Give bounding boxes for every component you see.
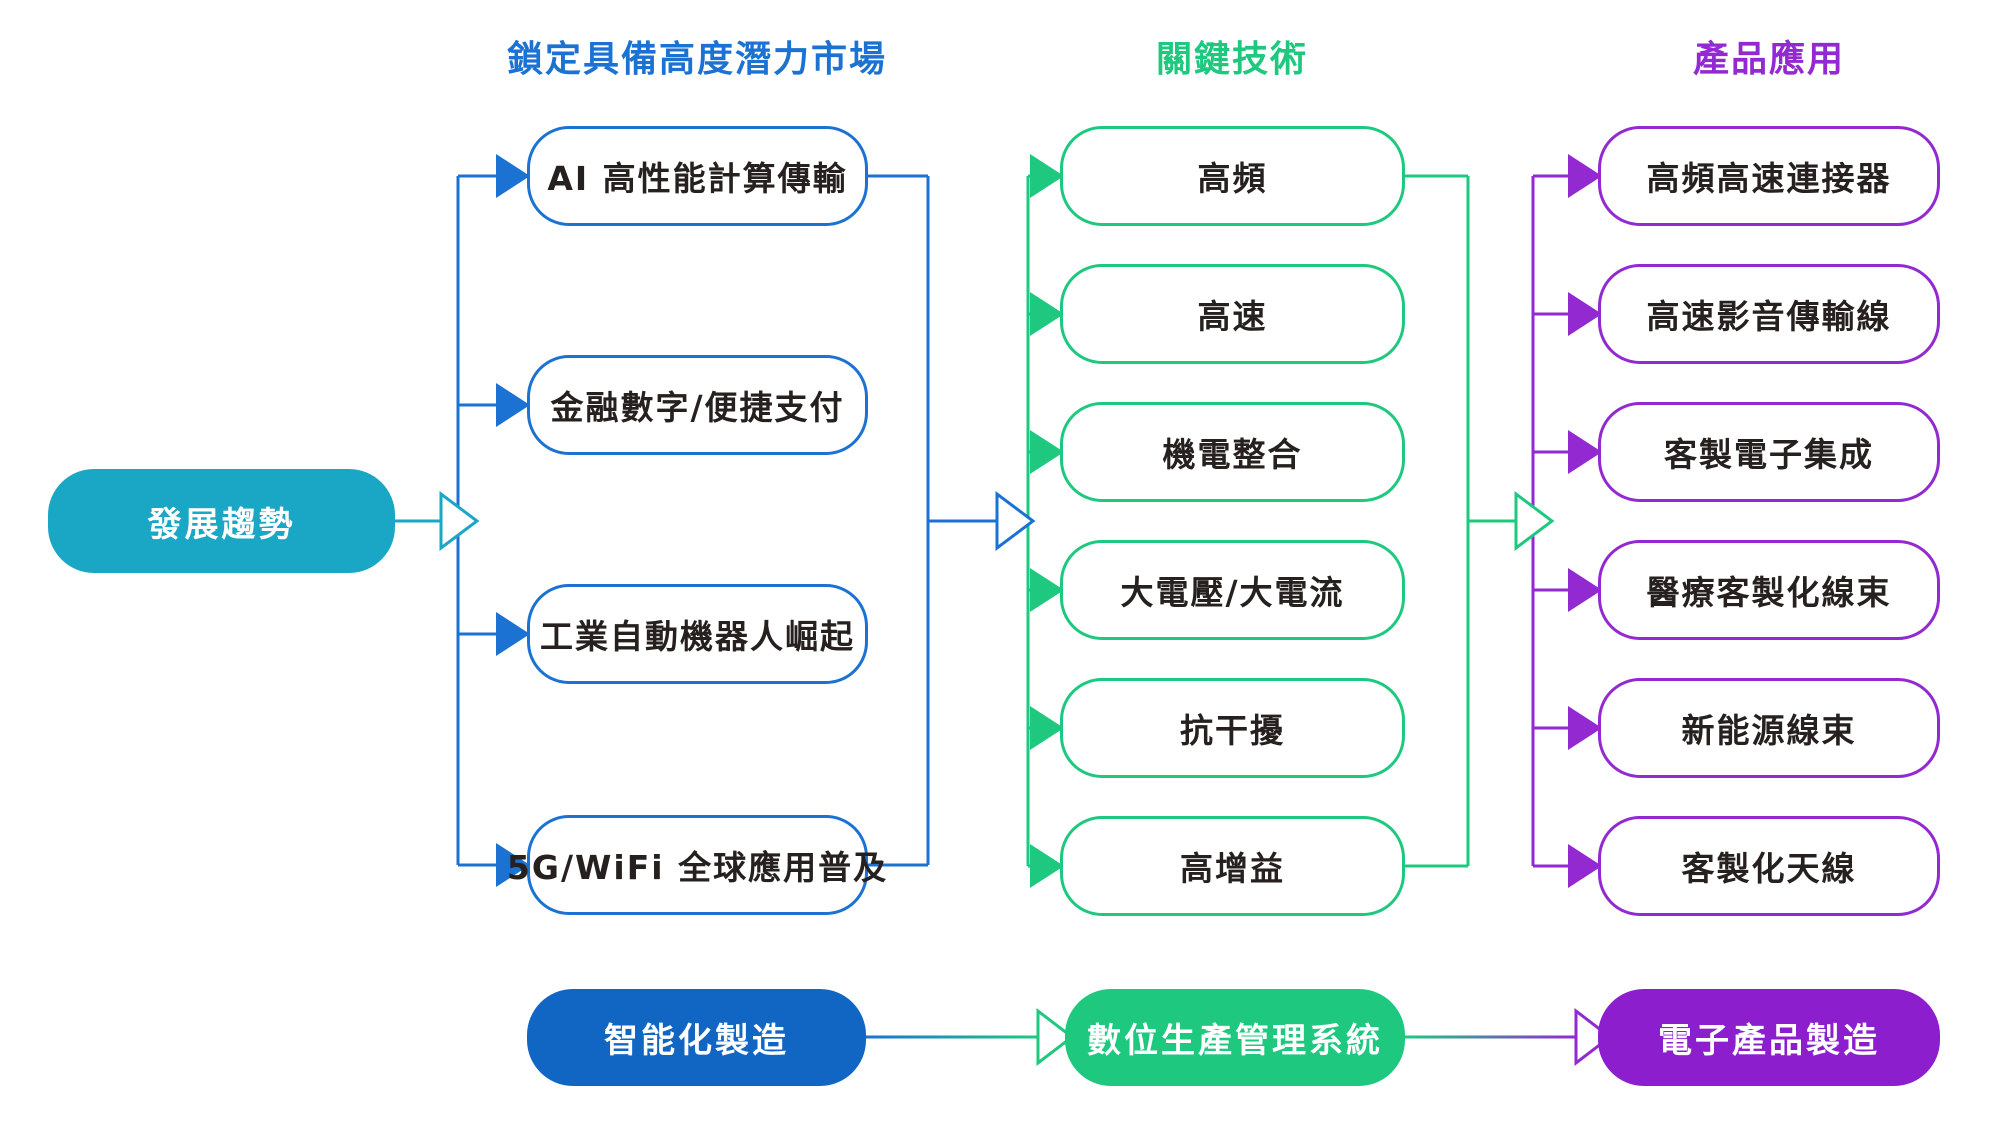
node-app-av-cables: 高速影音傳輸線 — [1598, 264, 1940, 364]
node-market-5g-wifi: 5G/WiFi 全球應用普及 — [507, 815, 886, 915]
node-tech-mechatronics: 機電整合 — [1060, 402, 1405, 502]
node-app-medical-harness: 醫療客製化線束 — [1598, 540, 1940, 640]
node-app-custom-antenna: 客製化天線 — [1598, 816, 1940, 916]
node-development-trends: 發展趨勢 — [48, 469, 395, 573]
market-rails — [456, 174, 997, 867]
open-arrow-icon-market-to-tech — [995, 491, 1036, 551]
node-market-robotics: 工業自動機器人崛起 — [527, 584, 868, 684]
node-tech-anti-interference: 抗干擾 — [1060, 678, 1405, 778]
node-market-fintech: 金融數字/便捷支付 — [527, 355, 868, 455]
open-arrow-icon-digital-to-electronic — [1574, 1007, 1613, 1067]
filled-arrow-icons-technology — [1030, 154, 1064, 888]
open-arrow-icons — [439, 491, 1613, 1067]
node-electronic-product-mfg: 電子產品製造 — [1598, 989, 1940, 1086]
header-technologies: 關鍵技術 — [1155, 39, 1308, 80]
open-arrow-icon-source — [439, 491, 480, 551]
node-app-connectors: 高頻高速連接器 — [1598, 126, 1940, 226]
node-tech-high-voltage: 大電壓/大電流 — [1060, 540, 1405, 640]
node-smart-manufacturing: 智能化製造 — [527, 989, 866, 1086]
node-market-ai: AI 高性能計算傳輸 — [527, 126, 868, 226]
open-arrow-icon-smart-to-digital — [1036, 1007, 1075, 1067]
node-digital-production-mgmt: 數位生產管理系統 — [1065, 989, 1405, 1086]
header-applications: 產品應用 — [1692, 39, 1845, 80]
node-tech-high-frequency: 高頻 — [1060, 126, 1405, 226]
filled-arrow-icons-market — [496, 154, 530, 887]
node-app-custom-electronics: 客製電子集成 — [1598, 402, 1940, 502]
open-arrow-icon-tech-to-app — [1514, 491, 1555, 551]
filled-arrow-icons-application — [1568, 154, 1602, 888]
node-tech-high-gain: 高增益 — [1060, 816, 1405, 916]
header-markets: 鎖定具備高度潛力市場 — [506, 39, 887, 80]
node-tech-high-speed: 高速 — [1060, 264, 1405, 364]
node-app-new-energy-harness: 新能源線束 — [1598, 678, 1940, 778]
